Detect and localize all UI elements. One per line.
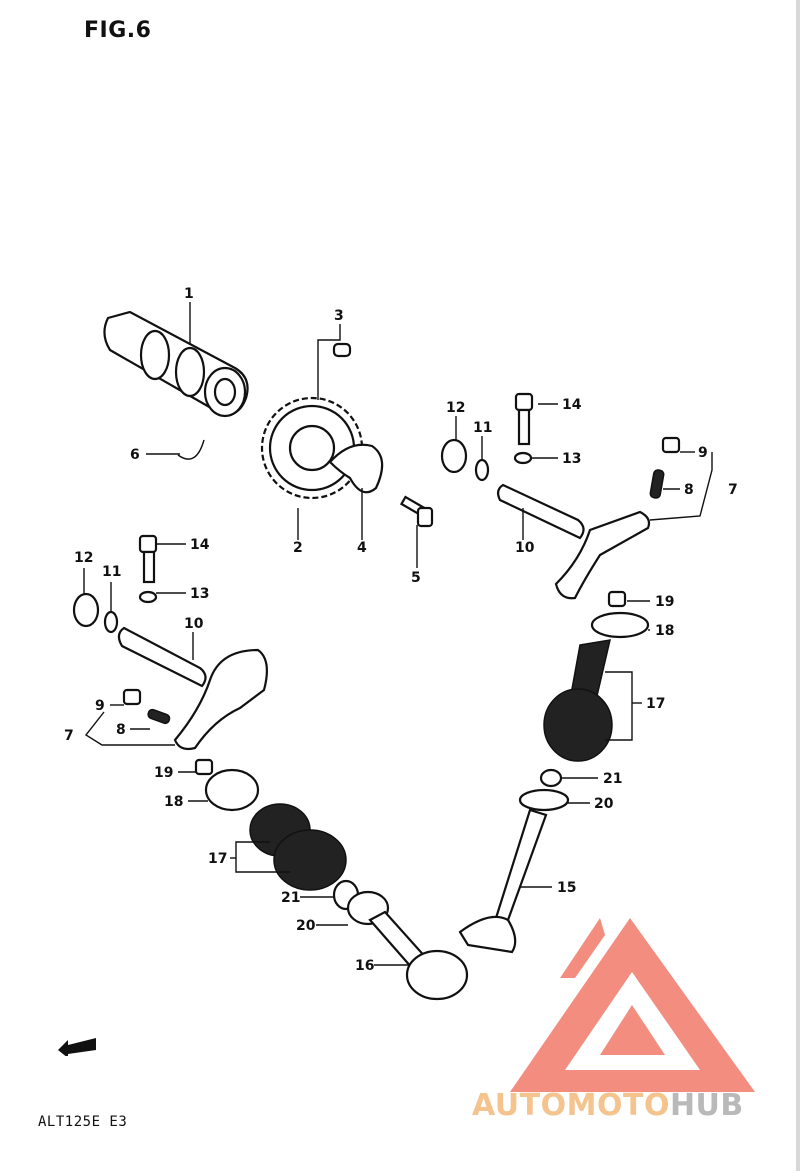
callout-13-right: 13 — [562, 451, 581, 467]
callout-17-left: 17 — [208, 851, 227, 867]
callout-7-left: 7 — [64, 728, 74, 744]
watermark-text-part2: HUB — [669, 1088, 744, 1123]
sprocket-plate — [328, 443, 384, 494]
callout-4: 4 — [357, 540, 367, 556]
callout-19-right: 19 — [655, 594, 674, 610]
callout-20-right: 20 — [594, 796, 614, 812]
callout-11-left: 11 — [102, 564, 121, 580]
circlip — [177, 439, 205, 460]
callout-15: 15 — [557, 880, 576, 896]
sprocket-bolt — [399, 495, 434, 528]
callout-2: 2 — [293, 540, 303, 556]
callout-3: 3 — [334, 308, 344, 324]
watermark-text-part1: AUTOMOTO — [472, 1088, 670, 1123]
callout-19-left: 19 — [154, 765, 173, 781]
camshaft — [103, 310, 249, 418]
callout-8-left: 8 — [116, 722, 126, 738]
callout-12-left: 12 — [74, 550, 93, 566]
figure-title: FIG.6 — [84, 18, 152, 43]
right-valve-train — [458, 590, 650, 954]
callout-10-right: 10 — [515, 540, 535, 556]
callouts-right-rocker: 14 13 12 11 10 9 8 7 19 18 17 21 20 — [446, 397, 738, 896]
callout-14-right: 14 — [562, 397, 582, 413]
right-rocker-assembly — [440, 392, 681, 600]
callout-5: 5 — [411, 570, 421, 586]
watermark-text: AUTOMOTOHUB — [472, 1088, 744, 1123]
callout-13-left: 13 — [190, 586, 209, 602]
callout-10-left: 10 — [184, 616, 204, 632]
callout-8-right: 8 — [684, 482, 694, 498]
callout-9-right: 9 — [698, 445, 708, 461]
callouts-upper: 1 2 3 4 5 6 — [130, 286, 421, 586]
callout-14-left: 14 — [190, 537, 210, 553]
callout-11-right: 11 — [473, 420, 492, 436]
model-code: ALT125E E3 — [38, 1114, 128, 1130]
left-rocker-assembly — [72, 534, 269, 751]
callout-7-right: 7 — [728, 482, 738, 498]
watermark-logo — [510, 918, 755, 1092]
callout-20-left: 20 — [296, 918, 316, 934]
callout-6: 6 — [130, 447, 140, 463]
callout-18-right: 18 — [655, 623, 674, 639]
callout-12-right: 12 — [446, 400, 465, 416]
forward-arrow-icon — [58, 1038, 96, 1056]
callout-1: 1 — [184, 286, 194, 302]
left-valve-train — [194, 758, 469, 1001]
callouts-left-rocker: 14 13 12 11 10 9 8 7 19 18 17 21 20 — [64, 537, 410, 974]
page-edge — [796, 0, 800, 1171]
callout-21-left: 21 — [281, 890, 300, 906]
callout-18-left: 18 — [164, 794, 183, 810]
dowel-pin — [332, 342, 352, 358]
callout-9-left: 9 — [95, 698, 105, 714]
callout-21-right: 21 — [603, 771, 622, 787]
callout-17-right: 17 — [646, 696, 665, 712]
callout-16: 16 — [355, 958, 374, 974]
